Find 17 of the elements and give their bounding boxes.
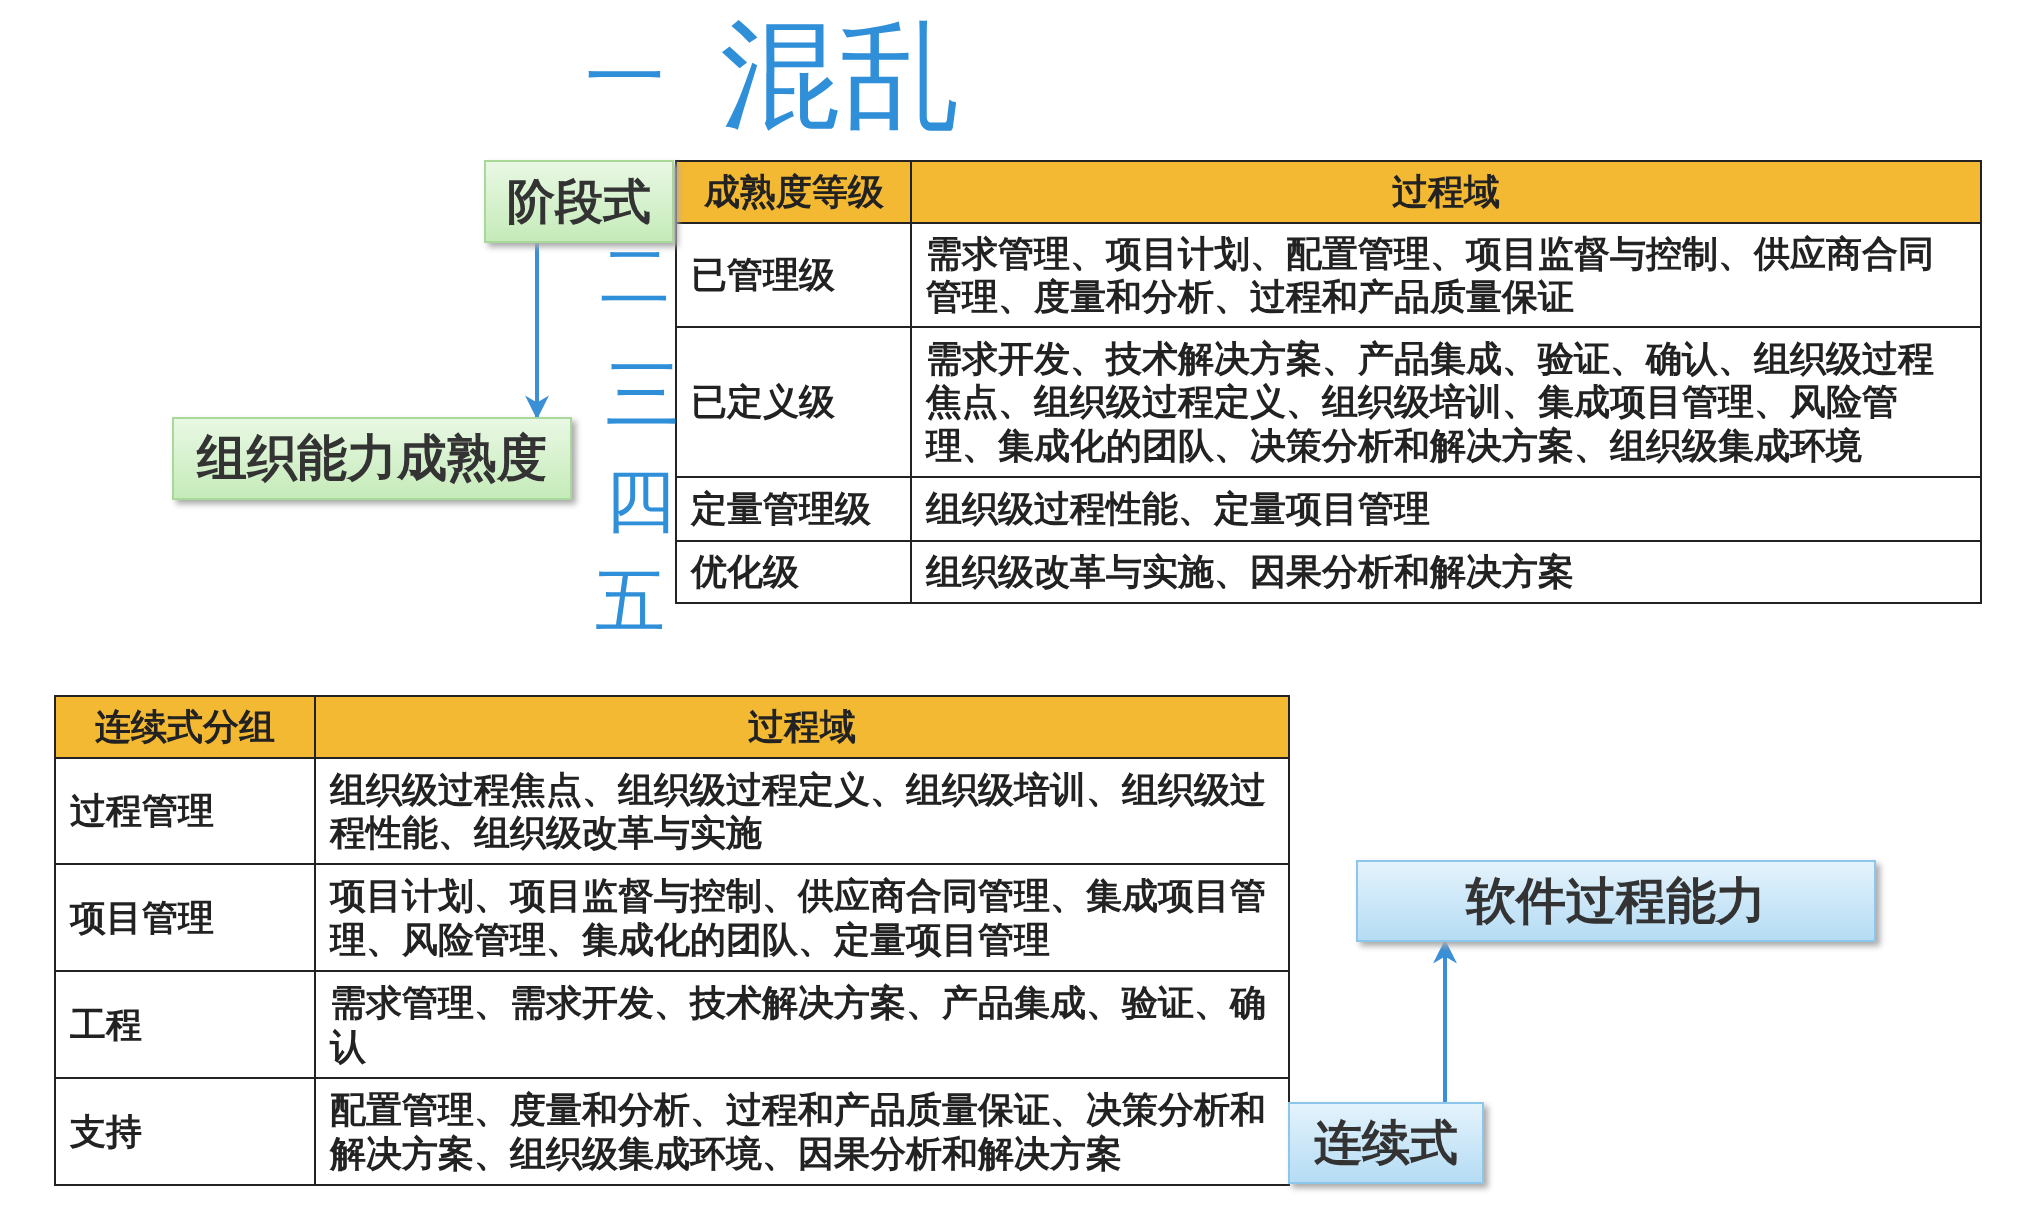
table-cell: 优化级: [675, 540, 912, 604]
handwritten-note: 四: [605, 459, 675, 544]
handwritten-note: 五: [595, 559, 665, 644]
arrow: [525, 243, 549, 420]
handwritten-note: 混乱: [720, 4, 960, 146]
label-box: 组织能力成熟度: [172, 417, 572, 500]
label-box: 阶段式: [484, 160, 674, 243]
table-cell: 配置管理、度量和分析、过程和产品质量保证、决策分析和解决方案、组织级集成环境、因果分析和解决方案: [314, 1077, 1290, 1186]
header-cell: 连续式分组: [54, 695, 316, 759]
header-cell: 成熟度等级: [675, 160, 912, 224]
header-cell: 过程域: [910, 160, 1982, 224]
header-cell: 过程域: [314, 695, 1290, 759]
label-box: 连续式: [1288, 1102, 1484, 1184]
handwritten-note: 一: [585, 30, 665, 126]
table-cell: 组织级改革与实施、因果分析和解决方案: [910, 540, 1982, 604]
label-box: 软件过程能力: [1356, 860, 1876, 942]
table-cell: 支持: [54, 1077, 316, 1186]
